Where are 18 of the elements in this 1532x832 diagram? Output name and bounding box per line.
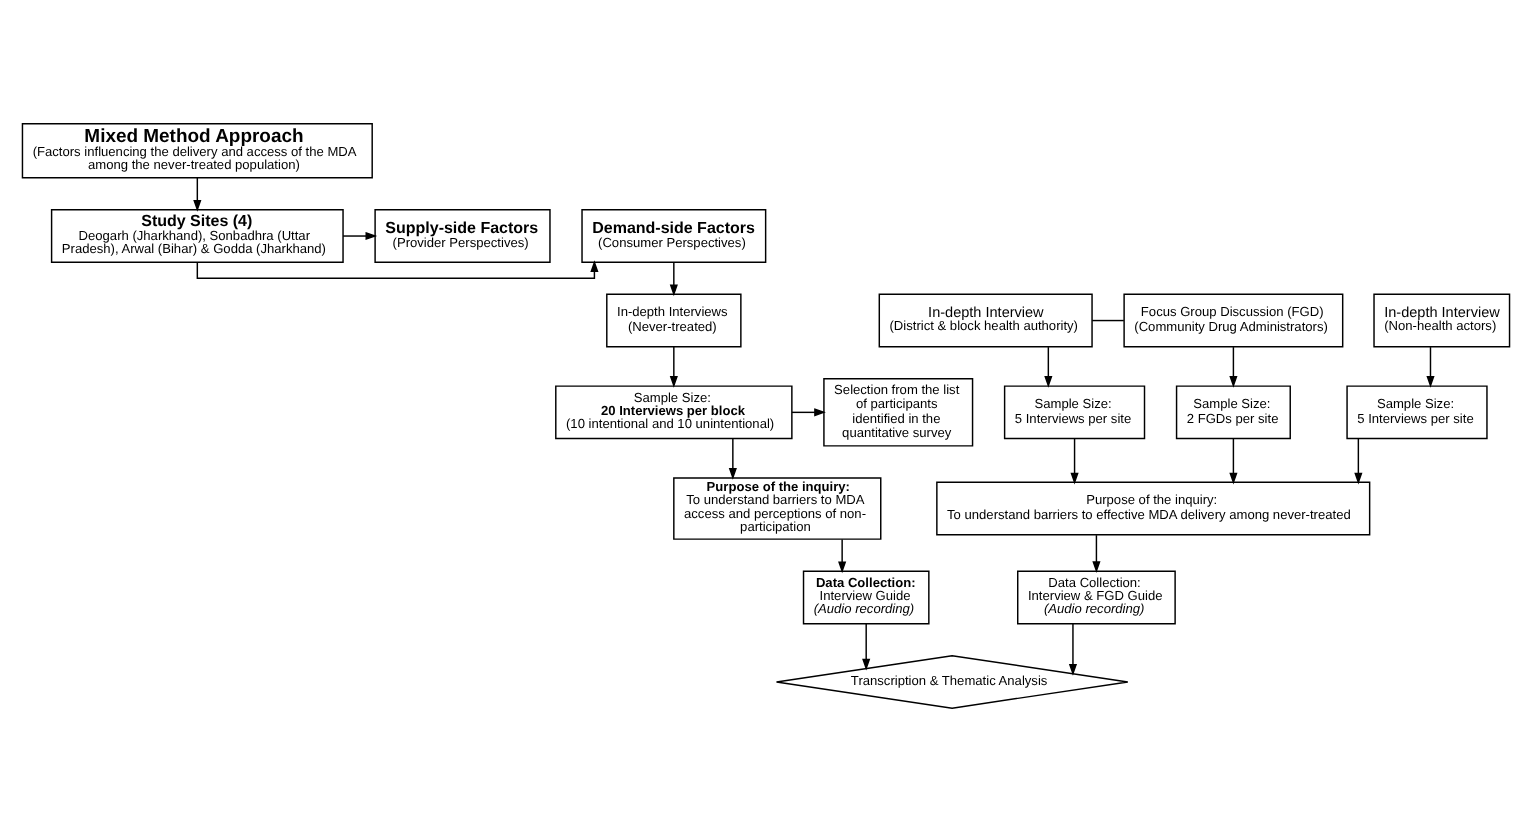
arrow (342, 231, 378, 241)
arrow (838, 538, 847, 574)
arrow (728, 437, 737, 480)
arrow (669, 346, 678, 388)
arrow (791, 408, 826, 417)
arrow (1229, 437, 1238, 485)
arrow (669, 261, 678, 297)
arrow (1354, 437, 1363, 485)
arrow (1229, 346, 1238, 388)
arrow (196, 260, 599, 280)
connector (1091, 319, 1125, 322)
arrow (1068, 622, 1078, 676)
arrow (1044, 346, 1053, 388)
arrow (1070, 437, 1079, 485)
arrow (862, 622, 871, 671)
arrow (193, 177, 202, 212)
arrow (1426, 346, 1435, 388)
arrow (1092, 534, 1101, 573)
